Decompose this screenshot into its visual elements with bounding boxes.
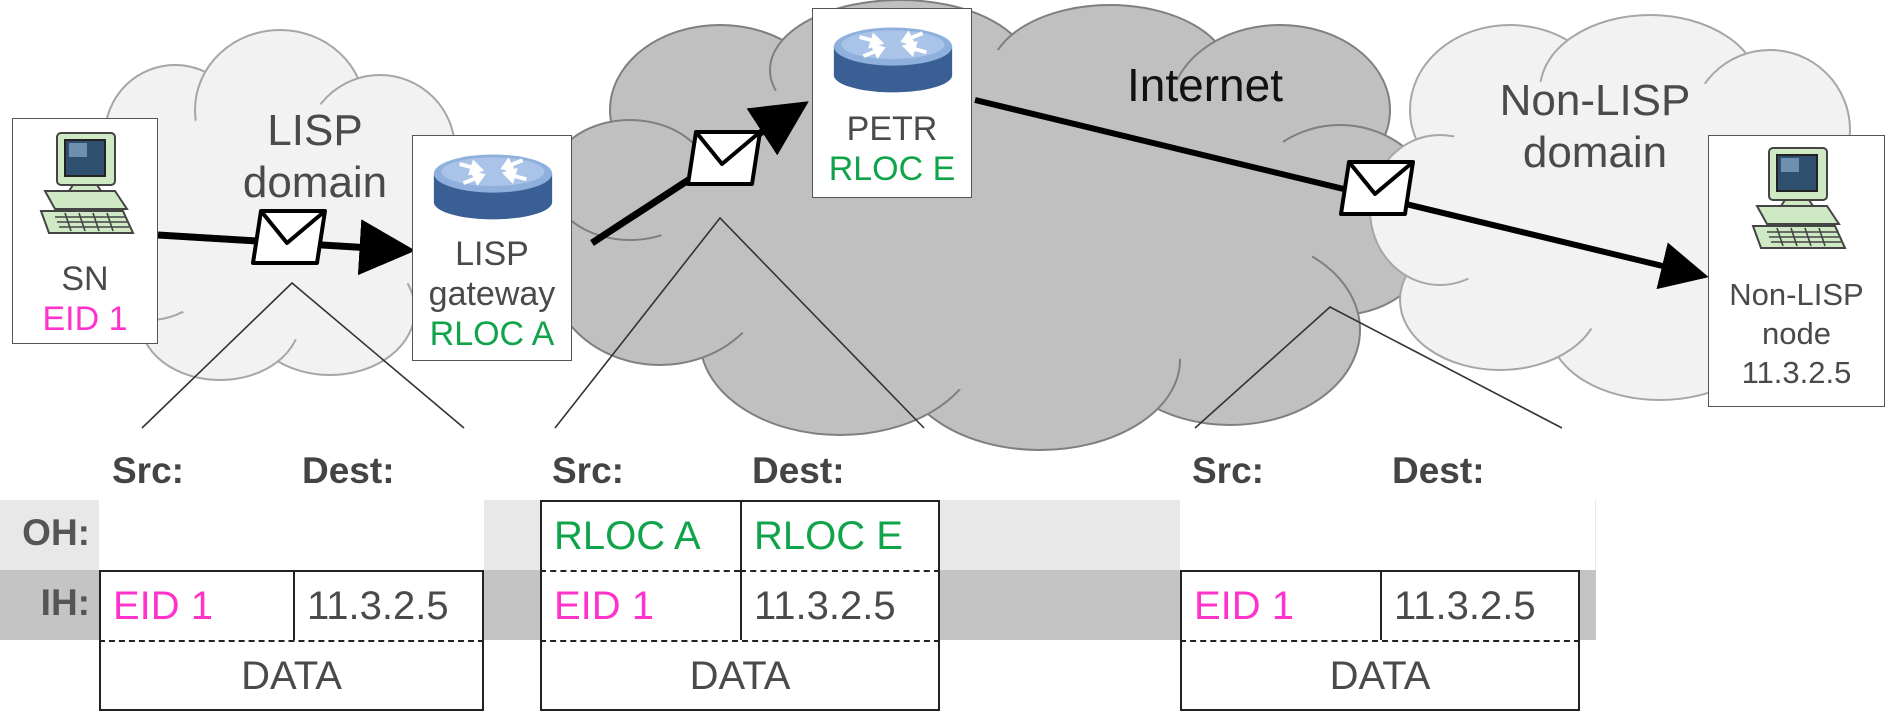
non-lisp-node-addr: 11.3.2.5 <box>1741 354 1852 390</box>
packet-2-dest-header: Dest: <box>752 450 845 491</box>
ih-band-left <box>0 570 99 640</box>
packet-3-src-header: Src: <box>1192 450 1264 491</box>
desktop-computer-icon <box>1747 144 1847 254</box>
packet-1-src-header: Src: <box>112 450 184 491</box>
oh-row-label: OH: <box>22 512 90 553</box>
ih-row-label: IH: <box>40 582 90 623</box>
packet-1-ih-dest: 11.3.2.5 <box>293 570 484 640</box>
router-icon <box>831 19 955 97</box>
petr-node: PETR RLOC E <box>812 8 972 198</box>
non-lisp-node-line1: Non-LISP <box>1729 277 1864 312</box>
petr-rloc: RLOC E <box>828 150 956 189</box>
packet-2-ih-dest: 11.3.2.5 <box>740 570 940 640</box>
non-lisp-node: Non-LISP node 11.3.2.5 <box>1708 135 1885 407</box>
desktop-computer-icon <box>35 129 135 239</box>
gateway-label-line1: LISP <box>455 235 529 273</box>
envelope-icon <box>688 132 760 184</box>
lisp-domain-label: LISP domain <box>242 106 388 207</box>
non-lisp-node-line2: node <box>1762 315 1831 351</box>
envelope-icon <box>253 211 325 263</box>
envelope-icon <box>1341 162 1413 214</box>
packet-2-oh-dest: RLOC E <box>740 500 940 570</box>
packet-3-ih-dest: 11.3.2.5 <box>1380 570 1580 640</box>
oh-band-left <box>0 500 99 570</box>
packet-2-data: DATA <box>540 640 940 711</box>
sn-node: SN EID 1 <box>12 118 158 344</box>
internet-cloud <box>549 0 1441 451</box>
packet-2-ih-src: EID 1 <box>540 570 740 640</box>
packet-2-src-header: Src: <box>552 450 624 491</box>
lisp-gateway-node: LISP gateway RLOC A <box>412 135 572 361</box>
packet-3-ih-src: EID 1 <box>1180 570 1380 640</box>
gateway-label-line2: gateway <box>428 275 556 314</box>
internet-label: Internet <box>1127 59 1283 111</box>
gateway-rloc: RLOC A <box>429 315 555 354</box>
petr-name: PETR <box>846 110 938 148</box>
packet-2-oh-src: RLOC A <box>540 500 740 570</box>
packet-1-data: DATA <box>99 640 484 711</box>
packet-3-data: DATA <box>1180 640 1580 711</box>
sn-eid: EID 1 <box>42 300 128 339</box>
packet-1-dest-header: Dest: <box>302 450 395 491</box>
packet-1-ih-src: EID 1 <box>99 570 293 640</box>
callout-lines <box>141 216 1563 429</box>
router-icon <box>431 146 555 224</box>
packet-3-dest-header: Dest: <box>1392 450 1485 491</box>
non-lisp-domain-label: Non-LISP domain <box>1499 76 1691 177</box>
sn-name: SN <box>61 260 109 298</box>
